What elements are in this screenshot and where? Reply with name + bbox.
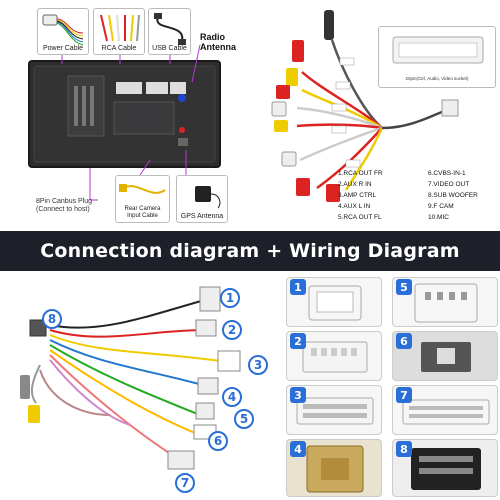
connector-badge-2: 2 xyxy=(290,333,306,349)
power-cable-thumb: Power Cable xyxy=(37,8,89,55)
socket-caption: 20pin(Ctrl, Audio, Video socket) xyxy=(405,76,469,81)
gps-antenna-label: GPS Antenna xyxy=(180,213,224,220)
rca-harness-illustration xyxy=(271,10,459,202)
usb-cable-label: USB Cable xyxy=(152,45,187,52)
gps-antenna-icon xyxy=(195,186,221,209)
canbus-plug-label: 8Pin Canbus Plug (Connect to host) xyxy=(36,198,93,213)
legend-item: 8.SUB WOOFER xyxy=(428,192,478,199)
rear-camera-thumb: Rear Camera Input Cable xyxy=(115,175,170,223)
rca-cable-icon xyxy=(100,14,140,42)
connector-badge-8: 8 xyxy=(396,441,412,457)
socket-box: 20pin(Ctrl, Audio, Video socket) xyxy=(378,26,496,88)
usb-cable-thumb: USB Cable xyxy=(148,8,191,55)
connector-badge-3: 3 xyxy=(290,387,306,403)
harness-number-2: 2 xyxy=(222,320,242,340)
connector-panel-5 xyxy=(392,277,498,327)
wire-legend-col1: 1.RCA OUT FR 2.AUX R IN 3.AMP CTRL 4.AUX… xyxy=(338,168,420,223)
harness-number-5: 5 xyxy=(234,409,254,429)
connector-badge-7: 7 xyxy=(396,387,412,403)
rca-harness-diagram: 20pin(Ctrl, Audio, Video socket) 1.RCA O… xyxy=(262,0,500,228)
power-cable-label: Power Cable xyxy=(42,45,84,52)
legend-item: 2.AUX R IN xyxy=(338,181,372,188)
harness-number-7: 7 xyxy=(175,473,195,493)
legend-item: 4.AUX L IN xyxy=(338,203,371,210)
harness-number-8: 8 xyxy=(42,309,62,329)
rca-cable-thumb: RCA Cable xyxy=(93,8,145,55)
banner-title: Connection diagram + Wiring Diagram xyxy=(40,240,460,262)
usb-cable-icon xyxy=(154,13,186,45)
legend-item: 9.F CAM xyxy=(428,203,454,210)
head-unit-back xyxy=(28,60,221,168)
legend-item: 7.VIDEO OUT xyxy=(428,181,470,188)
wire-legend-col2: 6.CVBS-IN-1 7.VIDEO OUT 8.SUB WOOFER 9.F… xyxy=(428,168,498,223)
legend-item: 5.RCA OUT FL xyxy=(338,214,382,221)
connector-grid: 1 2 3 4 5 6 7 8 xyxy=(284,275,500,500)
connector-badge-4: 4 xyxy=(290,441,306,457)
connection-lines xyxy=(61,44,201,201)
connection-diagram: Power Cable RCA Cable USB Cable Radio An… xyxy=(0,0,258,228)
power-cable-icon xyxy=(42,14,84,46)
harness-number-6: 6 xyxy=(208,431,228,451)
connector-badge-5: 5 xyxy=(396,279,412,295)
rca-cable-label: RCA Cable xyxy=(101,45,137,52)
legend-item: 1.RCA OUT FR xyxy=(338,170,383,177)
legend-item: 10.MIC xyxy=(428,214,449,221)
connector-badge-1: 1 xyxy=(290,279,306,295)
connector-panel-8 xyxy=(392,439,498,497)
legend-item: 6.CVBS-IN-1 xyxy=(428,170,466,177)
socket-20pin-icon xyxy=(392,36,484,64)
rear-camera-label: Rear Camera Input Cable xyxy=(124,206,161,219)
section-banner: Connection diagram + Wiring Diagram xyxy=(0,231,500,271)
wiring-harness: 1 2 3 4 5 6 7 8 xyxy=(0,275,275,500)
radio-antenna-label: Radio Antenna xyxy=(200,32,236,52)
rear-camera-cable-icon xyxy=(119,184,166,194)
gps-antenna-thumb: GPS Antenna xyxy=(176,175,228,223)
connector-badge-6: 6 xyxy=(396,333,412,349)
harness-number-1: 1 xyxy=(220,288,240,308)
legend-item: 3.AMP CTRL xyxy=(338,192,377,199)
harness-number-3: 3 xyxy=(248,355,268,375)
harness-number-4: 4 xyxy=(222,387,242,407)
